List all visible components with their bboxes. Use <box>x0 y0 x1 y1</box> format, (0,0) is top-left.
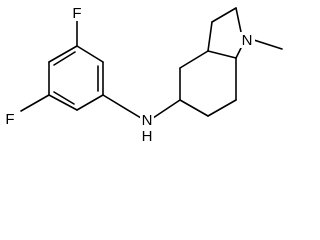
bicycle-bond <box>207 50 237 59</box>
c-f-bond-left <box>20 94 50 112</box>
amine-hydrogen-label: H <box>142 128 153 145</box>
bicycle-bond <box>179 50 209 69</box>
atom-labels: F F N H N <box>3 4 255 145</box>
ring-bond <box>76 94 104 111</box>
amine-nitrogen-label: N <box>142 112 153 129</box>
bicycle-bond <box>207 21 213 52</box>
bicycle-bond <box>235 7 242 33</box>
bicycle-bond <box>235 47 242 59</box>
ring-bond <box>48 94 78 111</box>
bicycle-bond <box>211 7 237 23</box>
fluorine-top-label: F <box>72 5 81 22</box>
n-methyl-bond <box>253 39 283 50</box>
n-c-bond <box>152 99 181 119</box>
c-n-bond <box>102 94 142 119</box>
molecule-structure: F F N H N <box>3 4 283 145</box>
bicycle-bond <box>207 99 237 117</box>
bicycle-bond <box>179 99 209 117</box>
fluorine-left-label: F <box>5 111 14 128</box>
ring-double-bond <box>53 91 75 105</box>
ring-double-bond <box>53 51 76 66</box>
ring-bond <box>76 45 104 63</box>
ring-bond <box>48 45 78 63</box>
bridge-nitrogen-label: N <box>242 32 253 49</box>
bond-layer <box>20 7 283 119</box>
